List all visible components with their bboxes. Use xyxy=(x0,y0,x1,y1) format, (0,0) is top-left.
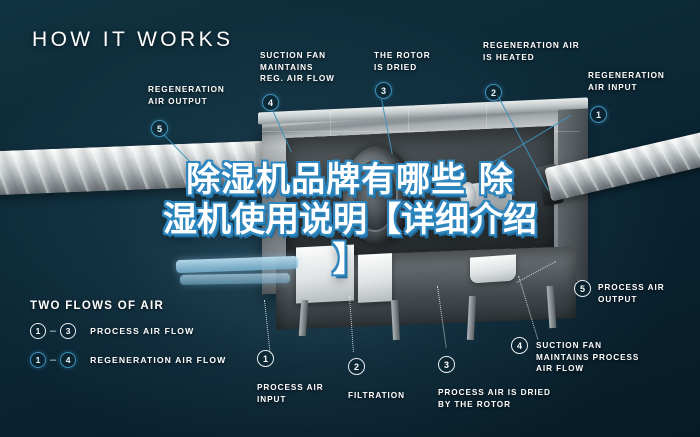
outlet-panel xyxy=(470,254,516,284)
legend-label-process-air-flow: PROCESS AIR FLOW xyxy=(90,326,195,336)
legend-marker-from: 1 xyxy=(30,323,46,339)
filter-panel xyxy=(296,244,354,304)
callout-label-process-air-input: PROCESS AIR INPUT xyxy=(257,383,324,404)
left-spiral-duct xyxy=(0,140,273,196)
callout-marker-5-regeneration[interactable]: 5 xyxy=(151,120,168,137)
callout-label-regeneration-air-output: REGENERATION AIR OUTPUT xyxy=(148,85,225,106)
page-title: HOW IT WORKS xyxy=(32,28,234,51)
callout-marker-3-rotor[interactable]: 3 xyxy=(375,82,392,99)
regeneration-nozzle-cap xyxy=(460,182,476,208)
callout-marker-2-heated[interactable]: 2 xyxy=(485,84,502,101)
machine-leg xyxy=(466,295,477,341)
legend-label-regeneration-air-flow: REGENERATION AIR FLOW xyxy=(90,355,227,365)
callout-marker-2-filtration[interactable]: 2 xyxy=(348,358,365,375)
regeneration-nozzle xyxy=(470,178,512,212)
callout-label-process-air-dried: PROCESS AIR IS DRIED BY THE ROTOR xyxy=(438,388,551,409)
rotor-hub xyxy=(352,158,398,232)
legend-dash: – xyxy=(50,325,57,337)
callout-label-process-air-output: PROCESS AIR OUTPUT xyxy=(598,283,665,304)
callout-label-suction-fan-process: SUCTION FAN MAINTAINS PROCESS AIR FLOW xyxy=(536,341,640,373)
legend-row-process-air-flow: 1 – 3 PROCESS AIR FLOW xyxy=(30,323,194,339)
legend-dash: – xyxy=(50,354,57,366)
machine-interior-cavity xyxy=(286,125,554,261)
legend-marker-to: 4 xyxy=(60,352,77,368)
callout-label-regeneration-air-input: REGENERATION AIR INPUT xyxy=(588,71,665,92)
callout-marker-4-regeneration[interactable]: 4 xyxy=(262,94,279,111)
callout-marker-1-process-input[interactable]: 1 xyxy=(257,350,274,367)
process-air-flow-stream xyxy=(179,273,291,285)
callout-label-regeneration-air-heated: REGENERATION AIR IS HEATED xyxy=(483,41,580,62)
callout-marker-5-process-output[interactable]: 5 xyxy=(574,280,591,297)
callout-marker-3-process[interactable]: 3 xyxy=(438,356,455,373)
legend-marker-from: 1 xyxy=(30,352,46,368)
callout-label-filtration: FILTRATION xyxy=(348,391,405,400)
legend-row-regeneration-air-flow: 1 – 4 REGENERATION AIR FLOW xyxy=(30,352,226,368)
callout-marker-1-regeneration-input[interactable]: 1 xyxy=(590,106,607,123)
callout-marker-4-process[interactable]: 4 xyxy=(511,337,528,354)
legend-title: TWO FLOWS OF AIR xyxy=(30,300,165,312)
legend-marker-to: 3 xyxy=(60,323,77,339)
filter-panel xyxy=(358,253,392,303)
callout-label-rotor-is-dried: THE ROTOR IS DRIED xyxy=(374,51,431,72)
machine-leg xyxy=(298,299,309,337)
callout-label-suction-fan-reg: SUCTION FAN MAINTAINS REG. AIR FLOW xyxy=(260,51,335,83)
